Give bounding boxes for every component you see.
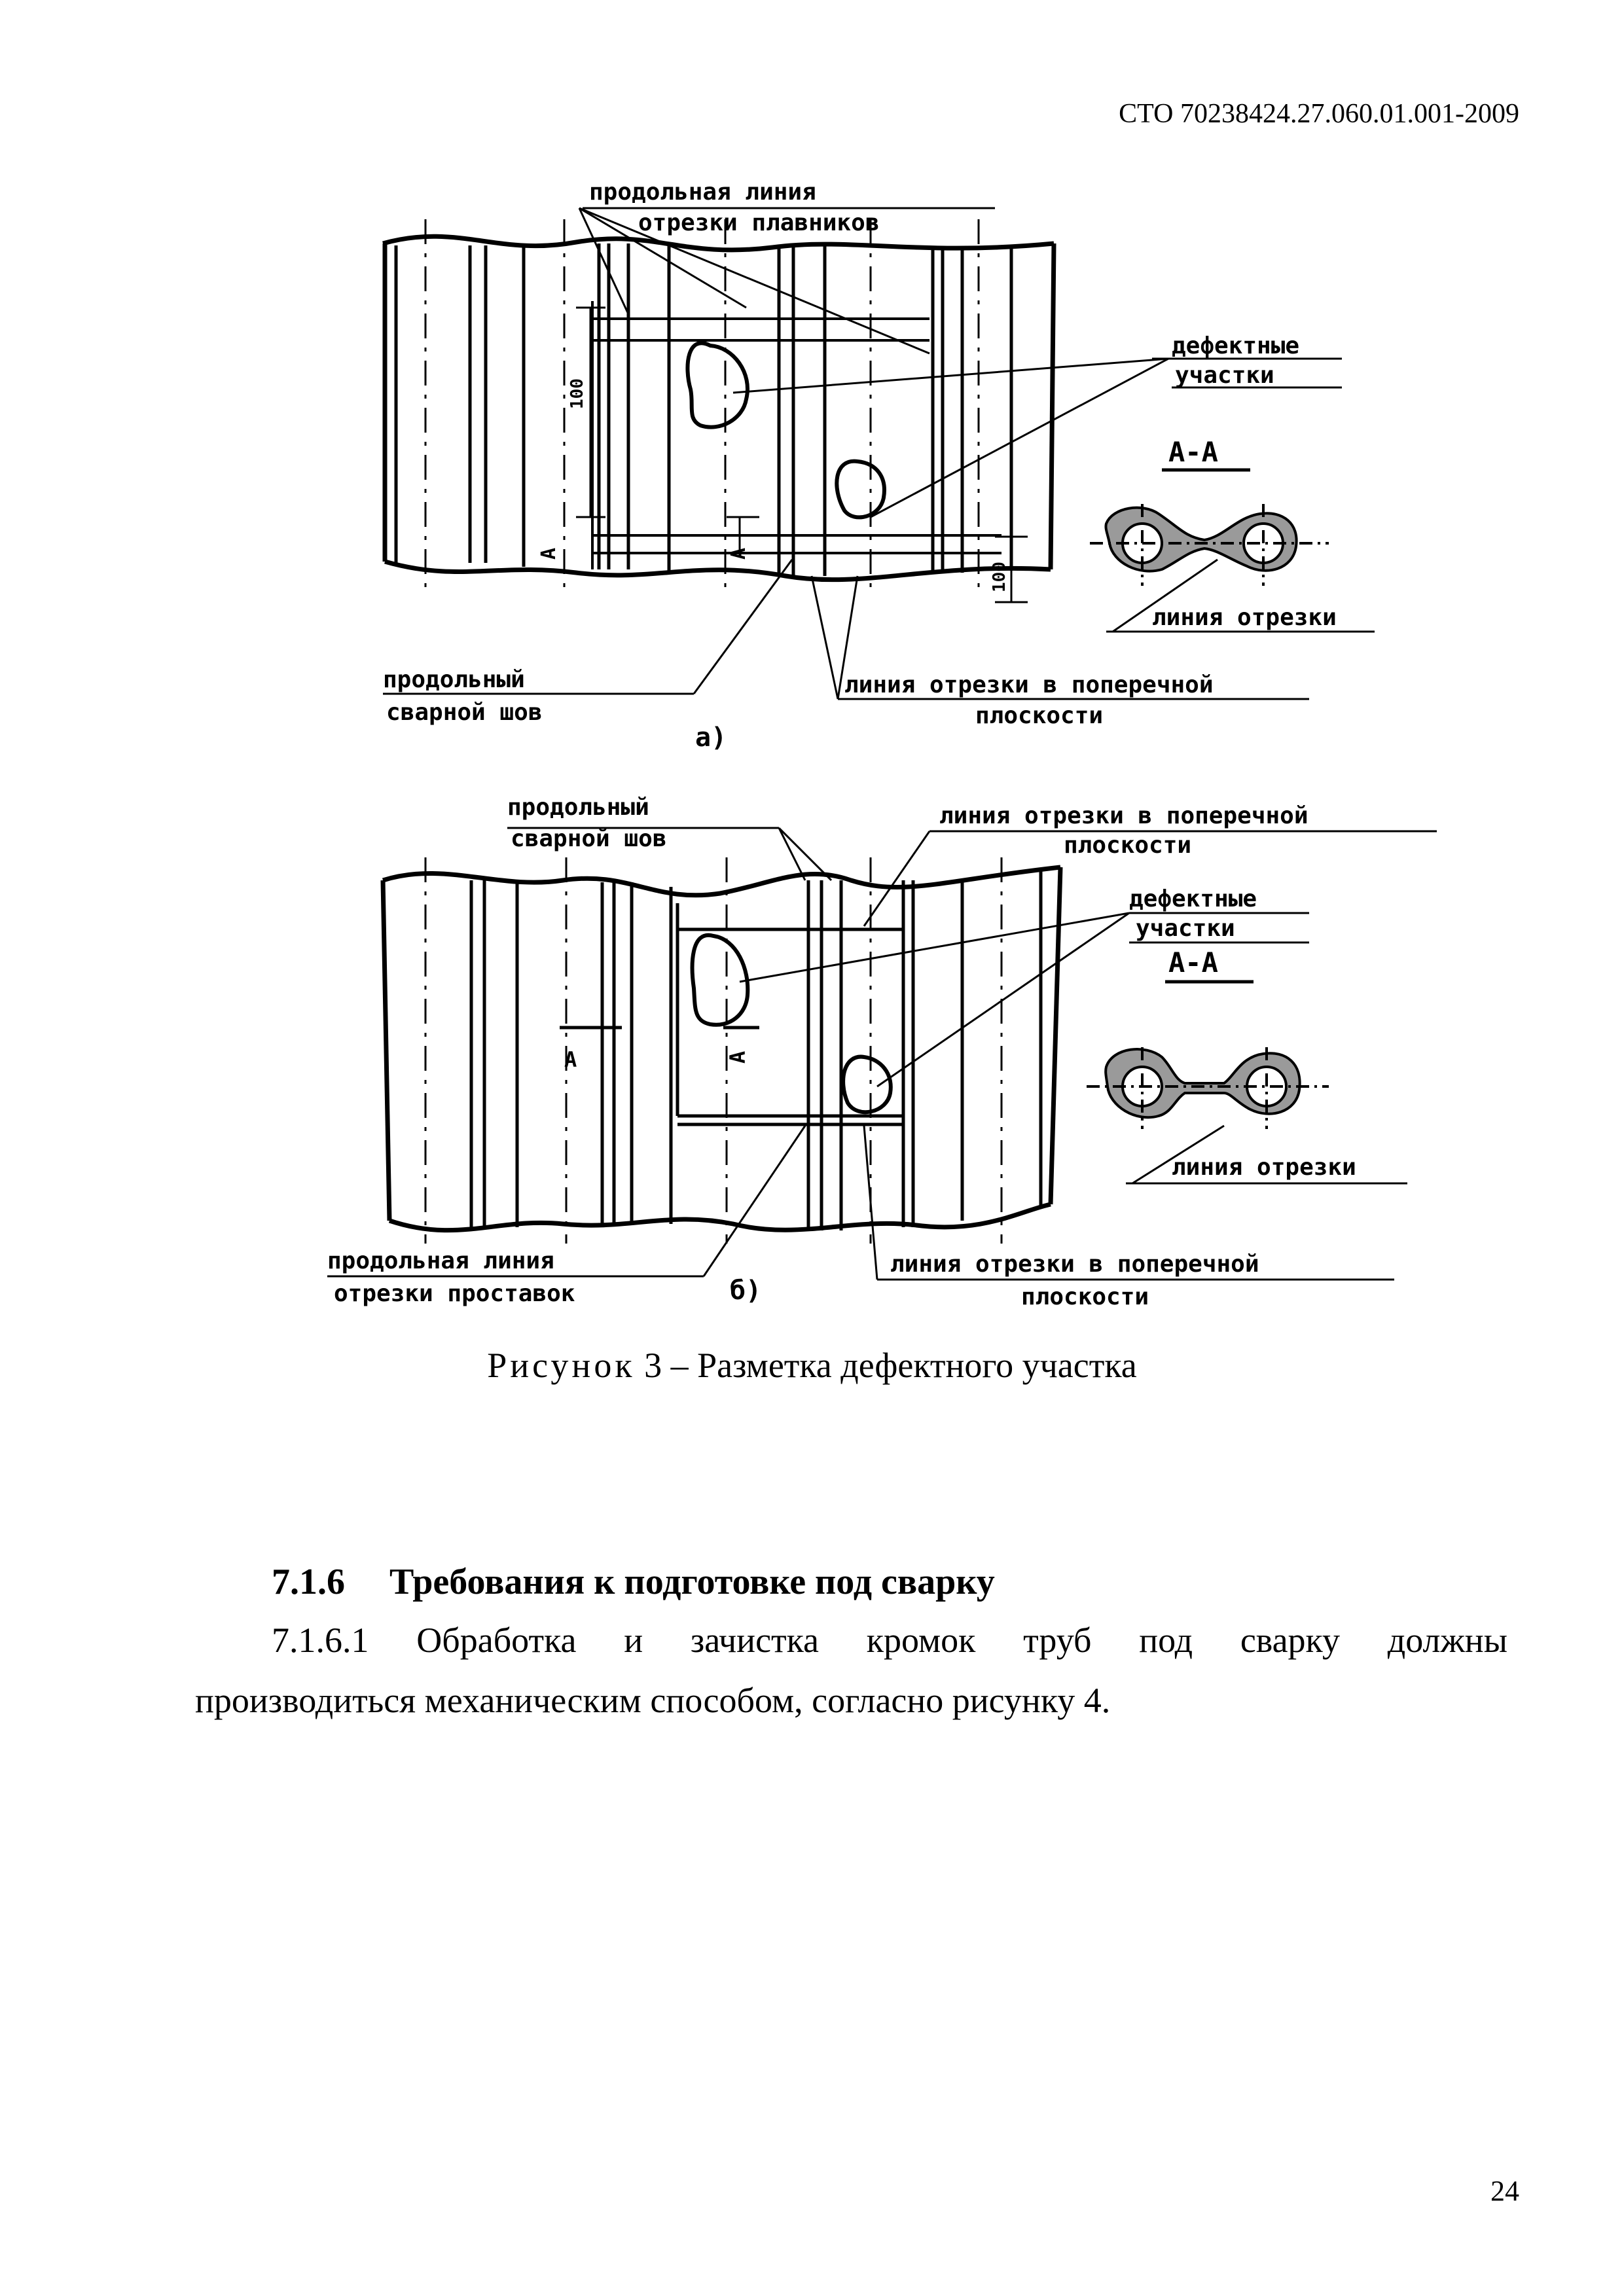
panel-b-label-transverse-bottom-1: линия отрезки в поперечной: [890, 1251, 1259, 1278]
section-title: Требования к подготовке под сварку: [389, 1562, 995, 1602]
panel-a-label-fin-cut-2: отрезки плавников: [638, 209, 879, 236]
panel-a-defect-2: [835, 459, 886, 520]
section-heading: 7.1.6 Требования к подготовке под сварку: [272, 1561, 995, 1603]
panel-a-defect-1: [685, 341, 749, 429]
panel-b-defect-2: [841, 1054, 893, 1115]
panel-a-label-cut-line: линия отрезки: [1152, 604, 1337, 631]
panel-a-label-defects-1: дефектные: [1172, 332, 1299, 359]
panel-b-label-defects-2: участки: [1136, 915, 1235, 942]
panel-b-label-seam-2: сварной шов: [511, 825, 666, 852]
panel-a-section-mark-right: А: [727, 548, 750, 560]
figure-3-drawing: продольная линия отрезки плавников дефек…: [327, 179, 1437, 1310]
paragraph-line-1: 7.1.6.1 Обработка и зачистка кромок труб…: [272, 1621, 1507, 1660]
panel-b-labels: продольный сварной шов линия отрезки в п…: [327, 794, 1356, 1310]
panel-b-label-transverse-top-1: линия отрезки в поперечной: [939, 802, 1308, 829]
panel-a-dimension-100-right: 100: [990, 562, 1009, 592]
panel-b: [327, 827, 1437, 1281]
panel-a-section-label: А-А: [1168, 436, 1218, 468]
caption-prefix: Рисунок: [487, 1346, 636, 1385]
paragraph-line-2: производиться механическим способом, сог…: [195, 1681, 1111, 1720]
panel-b-label-spacer-cut-2: отрезки проставок: [334, 1280, 575, 1307]
panel-b-label-seam-1: продольный: [507, 794, 649, 821]
panel-b-section-label: А-А: [1168, 946, 1218, 978]
panel-b-label-transverse-bottom-2: плоскости: [1021, 1283, 1149, 1310]
panel-b-section-mark-right: А: [725, 1051, 750, 1064]
panel-b-sublabel: б): [730, 1276, 761, 1306]
panel-a-section-mark-left: А: [537, 548, 560, 560]
panel-b-label-defects-1: дефектные: [1129, 886, 1257, 912]
panel-a-label-fin-cut-1: продольная линия: [589, 179, 816, 206]
panel-b-section-mark-left: А: [564, 1047, 577, 1072]
panel-b-defect-1: [690, 933, 750, 1027]
paragraph-7-1-6-1: 7.1.6.1 Обработка и зачистка кромок труб…: [195, 1610, 1507, 1731]
panel-a-bottom-edge: [384, 559, 1051, 583]
panel-a-section-drawing: [1090, 504, 1329, 586]
panel-a: [382, 207, 1375, 700]
panel-a-top-edge: [382, 234, 1055, 253]
section-number: 7.1.6: [272, 1562, 345, 1602]
document-code: СТО 70238424.27.060.01.001-2009: [1119, 99, 1519, 129]
panel-a-sublabel: а): [695, 723, 727, 753]
panel-b-label-spacer-cut-1: продольная линия: [327, 1247, 554, 1274]
panel-b-label-cut-line: линия отрезки: [1172, 1154, 1356, 1181]
panel-a-label-transverse-1: линия отрезки в поперечной: [844, 672, 1214, 698]
panel-b-top-edge: [382, 865, 1061, 898]
panel-a-label-seam-2: сварной шов: [386, 699, 542, 726]
figure-caption: Рисунок 3 – Разметка дефектного участка: [0, 1345, 1624, 1386]
panel-b-bottom-edge: [388, 1202, 1051, 1233]
panel-b-label-transverse-top-2: плоскости: [1064, 832, 1191, 859]
panel-a-dimension-100-left: 100: [568, 378, 587, 409]
panel-a-label-defects-2: участки: [1175, 362, 1274, 389]
panel-b-section-drawing: [1087, 1047, 1329, 1129]
panel-a-labels: продольная линия отрезки плавников дефек…: [383, 179, 1337, 753]
caption-text: 3 – Разметка дефектного участка: [635, 1346, 1137, 1385]
panel-a-label-seam-1: продольный: [383, 666, 525, 693]
panel-a-label-transverse-2: плоскости: [975, 702, 1103, 729]
page-number: 24: [1490, 2175, 1519, 2207]
